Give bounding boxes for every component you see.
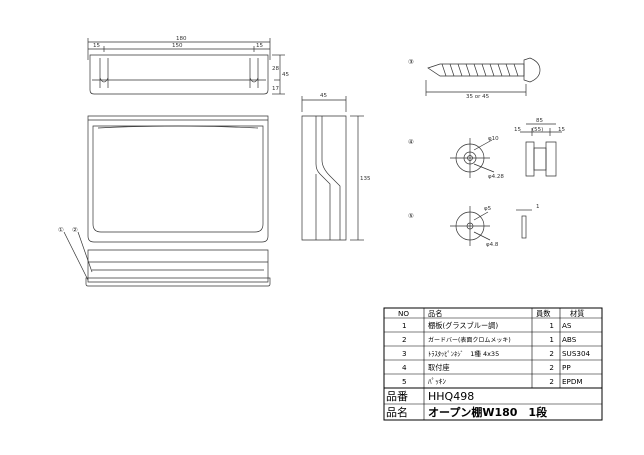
dim-h1: 28	[272, 66, 279, 72]
table-row: 5 ﾊﾟｯｷﾝ 2 EPDM	[402, 377, 583, 386]
callout-3: ③	[408, 58, 414, 66]
packing-drawing	[450, 206, 532, 246]
name-label: 品名	[386, 405, 408, 419]
row-no: 4	[402, 363, 407, 372]
row-name: ガードバー(表面クロムメッキ)	[428, 336, 511, 344]
dim-15a: 15	[514, 127, 521, 133]
row-name: ﾄﾗｽﾀｯﾋﾟﾝﾈｼﾞ 1種 4x35	[428, 350, 499, 358]
screw-drawing	[425, 57, 541, 96]
row-material: SUS304	[562, 349, 591, 358]
row-no: 5	[402, 377, 407, 386]
dim-h3: 17	[272, 86, 279, 92]
code-label: 品番	[386, 390, 408, 403]
dim-mid: 150	[172, 43, 183, 49]
row-material: AS	[562, 321, 572, 330]
row-qty: 1	[549, 321, 554, 330]
top-view	[87, 115, 269, 243]
callout-4: ④	[408, 138, 414, 146]
screw-length: 35 or 45	[466, 94, 490, 100]
header-name: 品名	[428, 309, 442, 318]
row-no: 1	[402, 321, 407, 330]
dimension-labels: 180 15 150 15 28 45 17 45 135 ③ ④ ⑤ ① ② …	[58, 36, 565, 248]
header-material: 材質	[570, 309, 584, 318]
row-qty: 1	[549, 335, 554, 344]
table-row: 3 ﾄﾗｽﾀｯﾋﾟﾝﾈｼﾞ 1種 4x35 2 SUS304	[402, 349, 591, 358]
row-material: ABS	[562, 335, 577, 344]
code-value: HHQ498	[428, 390, 474, 403]
dim-15b: 15	[558, 127, 565, 133]
mount-drawing	[450, 123, 562, 178]
front-view	[87, 38, 285, 95]
bottom-front-view	[63, 231, 271, 287]
callout-2: ②	[72, 226, 78, 234]
table-row: 2 ガードバー(表面クロムメッキ) 1 ABS	[402, 335, 577, 344]
row-no: 2	[402, 335, 407, 344]
row-qty: 2	[549, 349, 554, 358]
row-name: ﾊﾟｯｷﾝ	[428, 377, 446, 386]
name-value: オープン棚W180 1段	[428, 405, 547, 419]
callout-5: ⑤	[408, 212, 414, 220]
row-name: 棚板(グラスブルー調)	[428, 321, 498, 330]
dim-h2: 45	[282, 72, 289, 78]
row-qty: 2	[549, 377, 554, 386]
dim-left: 15	[93, 43, 100, 49]
dim-d10: φ10	[488, 136, 499, 142]
row-qty: 2	[549, 363, 554, 372]
header-qty: 員数	[536, 309, 550, 318]
header-no: NO	[398, 309, 409, 318]
row-no: 3	[402, 349, 407, 358]
dim-side-width: 45	[320, 93, 327, 99]
dim-side-height: 135	[360, 176, 371, 182]
callout-1: ①	[58, 226, 64, 234]
dim-d28: φ4.28	[488, 174, 504, 180]
dim-right: 15	[256, 43, 263, 49]
dim-85: 85	[536, 118, 543, 124]
dim-d5: φ5	[484, 206, 492, 212]
parts-table: NO 品名 員数 材質 1 棚板(グラスブルー調) 1 AS 2 ガードバー(表…	[383, 307, 603, 421]
table-row: 1 棚板(グラスブルー調) 1 AS	[402, 321, 572, 330]
table-row: 4 取付座 2 PP	[402, 363, 571, 372]
dim-55: (55)	[532, 127, 543, 133]
side-view	[301, 96, 364, 241]
dim-total: 180	[176, 36, 187, 42]
row-material: EPDM	[562, 377, 583, 386]
dim-t1: 1	[536, 204, 540, 210]
dim-d48: φ4.8	[486, 242, 499, 248]
row-material: PP	[562, 363, 571, 372]
row-name: 取付座	[428, 363, 450, 372]
